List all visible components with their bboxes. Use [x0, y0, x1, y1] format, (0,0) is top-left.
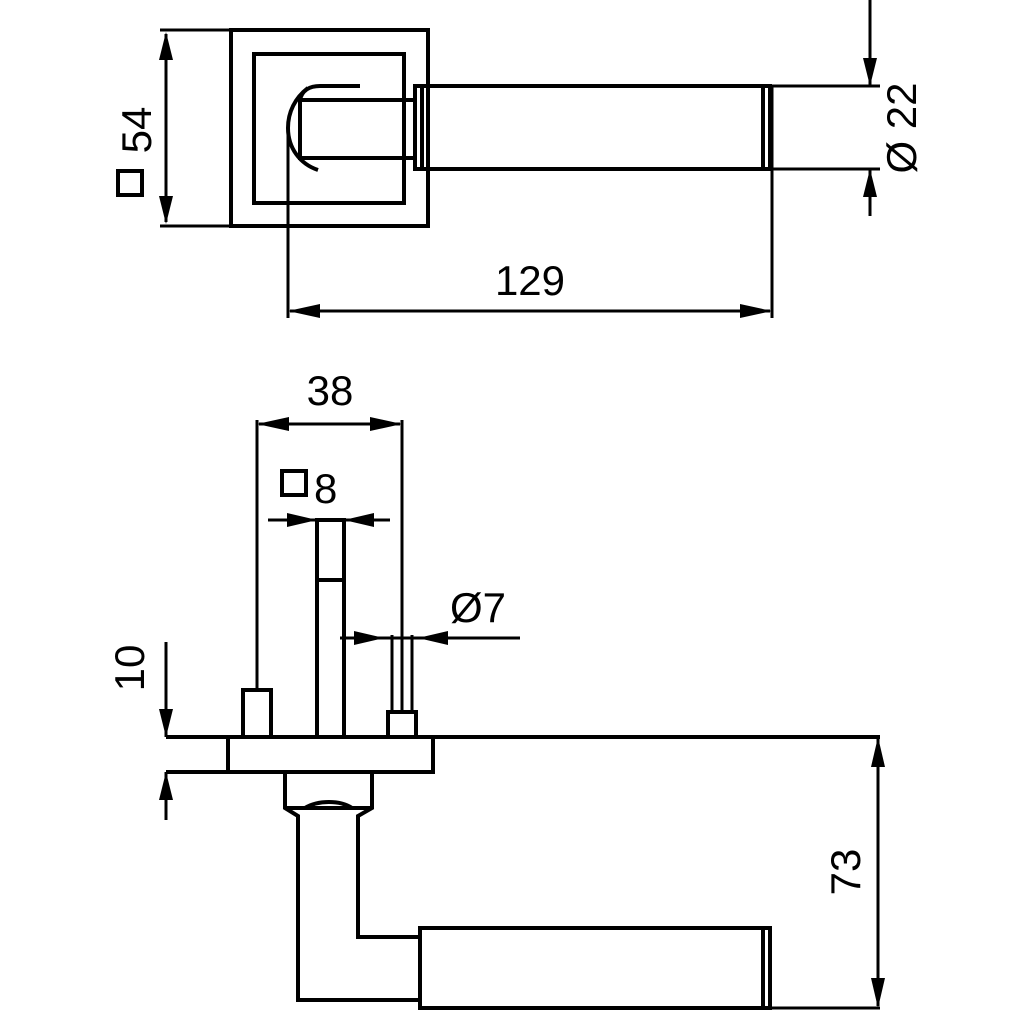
- lever-neck: [298, 98, 417, 160]
- dim-label-diameter-22: Ø 22: [878, 82, 925, 173]
- arrowhead: [370, 417, 402, 431]
- arrowhead: [354, 631, 384, 645]
- rose-inner: [252, 52, 406, 205]
- arrowhead: [287, 513, 317, 527]
- arrowhead: [871, 737, 885, 767]
- fixing-pin-right: [386, 710, 418, 739]
- arrowhead: [288, 304, 320, 318]
- arrowhead: [159, 772, 173, 800]
- spindle-upper: [315, 518, 346, 582]
- arrowhead: [863, 169, 877, 197]
- rose-plate: [226, 735, 435, 774]
- lever-neck-top: [298, 84, 360, 101]
- top-view: 54 Ø 22 129: [113, 0, 925, 318]
- spindle-lower: [315, 578, 346, 739]
- arrowhead: [863, 58, 877, 86]
- arrowhead: [344, 513, 374, 527]
- dim-label-129: 129: [495, 257, 565, 304]
- side-view: 38 8 Ø7 10 73: [106, 367, 885, 1010]
- dim-label-54: 54: [113, 107, 160, 154]
- arrowhead: [871, 978, 885, 1008]
- arrowhead: [159, 709, 173, 737]
- dim-label-38: 38: [307, 367, 354, 414]
- neck-collar-curve: [303, 800, 354, 810]
- arrowhead: [257, 417, 289, 431]
- arrowhead: [740, 304, 772, 318]
- square-symbol-icon: [280, 469, 308, 497]
- lever-outline-inner: [356, 772, 420, 939]
- arrowhead: [159, 196, 173, 224]
- dim-label-diameter-7: Ø7: [450, 584, 506, 631]
- arrowhead: [159, 32, 173, 60]
- arrowhead: [418, 631, 448, 645]
- dim-label-8: 8: [314, 465, 337, 512]
- lever-grip: [413, 84, 772, 171]
- fixing-pin-left: [241, 688, 273, 739]
- square-symbol-icon: [116, 169, 144, 197]
- lever-grip-side: [418, 926, 772, 1010]
- dim-label-73: 73: [822, 849, 869, 896]
- rose-outer: [229, 28, 430, 228]
- dim-label-10: 10: [106, 645, 153, 692]
- lever-outline-outer: [283, 772, 420, 1002]
